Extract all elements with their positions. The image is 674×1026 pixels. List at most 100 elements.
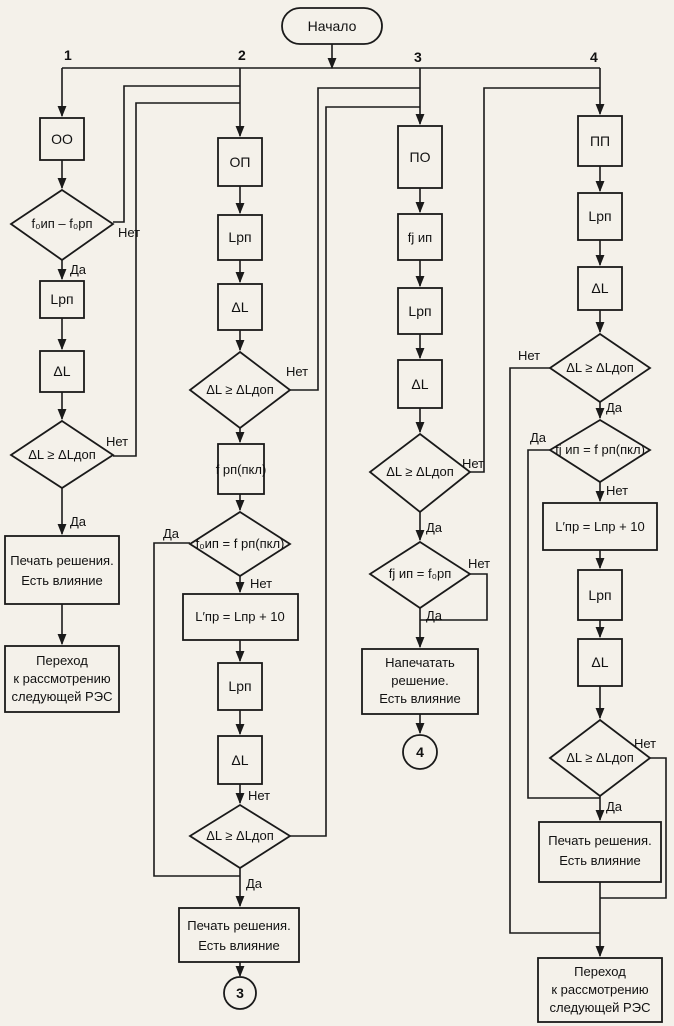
c4-decision-dl2-label: ΔL ≥ ΔLдоп — [566, 750, 634, 765]
c2-connector-label: 3 — [236, 985, 244, 1001]
c4-process-dl-label: ΔL — [591, 280, 608, 296]
c2-process-dl2-label: ΔL — [231, 752, 248, 768]
c2-process-lrp-label: Lрп — [228, 229, 251, 245]
c1-no-label-2: Нет — [106, 434, 128, 449]
c3-decision-freq — [368, 540, 472, 610]
start-terminal — [281, 7, 383, 45]
c4-no-label-3: Нет — [634, 736, 656, 751]
c4-next-line2: к рассмотрению — [551, 982, 648, 997]
c2-no-label-2: Нет — [250, 576, 272, 591]
c4-process-dl2 — [577, 638, 623, 687]
c2-decision-dl2-label: ΔL ≥ ΔLдоп — [206, 828, 274, 843]
c4-print-box — [538, 821, 662, 883]
c1-print-line1: Печать решения. — [10, 553, 113, 568]
c4-decision-dl-label: ΔL ≥ ΔLдоп — [566, 360, 634, 375]
c2-decision-dl — [188, 350, 292, 430]
c4-process-pp — [577, 115, 623, 167]
c3-process-dl-label: ΔL — [411, 376, 428, 392]
c3-decision-dl-label: ΔL ≥ ΔLдоп — [386, 464, 454, 479]
c1-process-lrp — [39, 280, 85, 319]
c3-process-fj — [397, 213, 443, 261]
branch-number-2: 2 — [238, 47, 246, 63]
c1-next-line2: к рассмотрению — [13, 671, 110, 686]
c2-decision-dl-label: ΔL ≥ ΔLдоп — [206, 382, 274, 397]
c1-print-line2: Есть влияние — [21, 573, 103, 588]
c2-process-dl-label: ΔL — [231, 299, 248, 315]
c4-process-dl — [577, 266, 623, 311]
c3-yes-label-1: Да — [426, 520, 443, 535]
branch-number-3: 3 — [414, 49, 422, 65]
c1-process-oo-label: ОО — [51, 131, 73, 147]
c2-no-label-3: Нет — [248, 788, 270, 803]
c2-decision-freq — [188, 510, 292, 578]
c4-yes-label-3: Да — [606, 799, 623, 814]
c1-process-dl-label: ΔL — [53, 363, 70, 379]
c2-yes-label-2: Да — [246, 876, 263, 891]
c4-decision-dl — [548, 332, 652, 404]
c1-decision-dl-label: ΔL ≥ ΔLдоп — [28, 447, 96, 462]
c4-process-lrp2-label: Lрп — [588, 587, 611, 603]
c3-process-lrp-label: Lрп — [408, 303, 431, 319]
c2-process-op — [217, 137, 263, 187]
start-label: Начало — [308, 18, 357, 34]
c2-process-lrp2-label: Lрп — [228, 678, 251, 694]
c2-print-line1: Печать решения. — [187, 918, 290, 933]
connector-lines — [57, 44, 667, 978]
c2-process-dl2 — [217, 735, 263, 785]
c1-process-lrp-label: Lрп — [50, 291, 73, 307]
c2-decision-freq-label: f₀ип = f рп(пкл) — [196, 536, 285, 551]
c4-print-line2: Есть влияние — [559, 853, 641, 868]
c3-process-po-label: ПО — [410, 149, 431, 165]
c3-decision-freq-label: fj ип = f₀рп — [389, 566, 452, 581]
c4-process-lrp2 — [577, 569, 623, 621]
c1-decision-freq — [9, 188, 115, 262]
c2-print-line2: Есть влияние — [198, 938, 280, 953]
c2-decision-dl2 — [188, 803, 292, 870]
c4-process-dl2-label: ΔL — [591, 654, 608, 670]
c2-process-lpr-label: L′пр = Lпр + 10 — [195, 609, 285, 624]
c4-yes-label-1: Да — [606, 400, 623, 415]
c1-print-box — [4, 535, 120, 605]
c3-yes-label-2: Да — [426, 608, 443, 623]
c3-print-line2: решение. — [391, 673, 448, 688]
c3-process-po — [397, 125, 443, 189]
c2-no-label-1: Нет — [286, 364, 308, 379]
c4-yes-label-2: Да — [530, 430, 547, 445]
c3-print-line1: Напечатать — [385, 655, 455, 670]
c3-print-line3: Есть влияние — [379, 691, 461, 706]
c4-decision-freq — [548, 418, 652, 484]
c3-process-dl — [397, 359, 443, 409]
c4-decision-dl2 — [548, 718, 652, 798]
c2-process-lrp2 — [217, 662, 263, 711]
c3-decision-dl — [368, 432, 472, 514]
c2-process-lpr — [182, 593, 299, 641]
c1-yes-label-1: Да — [70, 262, 87, 277]
c3-process-lrp — [397, 287, 443, 335]
c2-process-lrp — [217, 214, 263, 261]
c4-print-line1: Печать решения. — [548, 833, 651, 848]
c4-next-line1: Переход — [574, 964, 626, 979]
c3-connector — [402, 734, 438, 770]
c4-process-lrp — [577, 192, 623, 241]
c1-decision-freq-label: f₀ип – f₀рп — [31, 216, 92, 231]
c1-yes-label-2: Да — [70, 514, 87, 529]
c1-process-dl — [39, 350, 85, 393]
c3-no-label-1: Нет — [462, 456, 484, 471]
c3-no-label-2: Нет — [468, 556, 490, 571]
c4-process-lpr — [542, 502, 658, 551]
c4-next-box — [537, 957, 663, 1023]
c2-connector — [223, 976, 257, 1010]
c4-no-label-2: Нет — [606, 483, 628, 498]
branch-number-4: 4 — [590, 49, 598, 65]
c4-process-lpr-label: L′пр = Lпр + 10 — [555, 519, 645, 534]
c1-no-label-1: Нет — [118, 225, 140, 240]
c4-process-lrp-label: Lрп — [588, 208, 611, 224]
branch-number-1: 1 — [64, 47, 72, 63]
c4-process-pp-label: ПП — [590, 133, 610, 149]
c2-process-op-label: ОП — [230, 154, 251, 170]
c1-decision-dl — [9, 419, 115, 490]
c4-decision-freq-label: fj ип = f рп(пкл) — [555, 442, 645, 457]
c4-no-label-1: Нет — [518, 348, 540, 363]
c1-process-oo — [39, 117, 85, 161]
